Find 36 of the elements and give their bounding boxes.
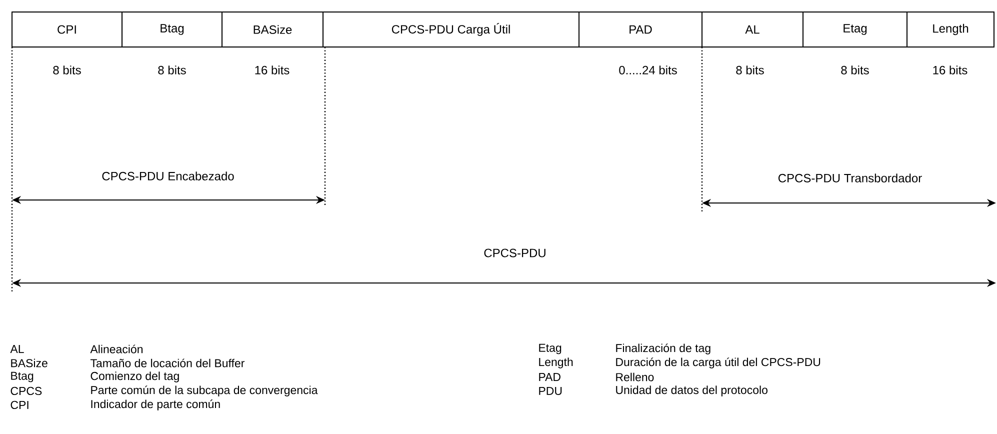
definition: Indicador de parte común	[91, 400, 220, 410]
field-box: Etag	[802, 12, 908, 48]
abbreviation: CPI	[10, 400, 28, 410]
bit-size-label: 16 bits	[255, 66, 290, 74]
field-box: Btag	[122, 12, 222, 48]
definition: Finalización de tag	[616, 344, 710, 354]
bit-size-label: 8 bits	[158, 66, 186, 74]
definition: Relleno	[616, 372, 654, 382]
abbreviation: AL	[10, 345, 24, 353]
dimension-label: CPCS-PDU Transbordador	[776, 172, 924, 184]
field-box: CPCS-PDU Carga Útil	[322, 12, 580, 48]
abbreviation: PAD	[539, 373, 560, 381]
abbreviation: Btag	[11, 372, 34, 382]
definition: Duración de la carga útil del CPCS-PDU	[616, 358, 820, 368]
abbreviation: BASize	[11, 358, 48, 368]
definition: Unidad de datos del protocolo	[616, 386, 768, 396]
abbreviation: PDU	[539, 386, 562, 395]
field-box: AL	[702, 12, 804, 48]
bit-size-label: 8 bits	[53, 66, 81, 74]
definition: Comienzo del tag	[90, 372, 179, 382]
definition: Alineación	[90, 344, 143, 354]
definition: Parte común de la subcapa de convergencia	[91, 386, 318, 396]
dimension-label: CPCS-PDU	[482, 248, 548, 258]
field-box: PAD	[578, 12, 702, 48]
bit-size-label: 0.....24 bits	[619, 66, 677, 74]
abbreviation: CPCS	[10, 386, 42, 396]
dimension-label: CPCS-PDU Encabezado	[100, 170, 236, 182]
abbreviation: Length	[539, 358, 573, 368]
bit-size-label: 8 bits	[736, 66, 764, 74]
bit-size-label: 8 bits	[841, 66, 869, 74]
field-box: Length	[906, 12, 994, 48]
definition: Tamaño de locación del Buffer	[90, 358, 244, 368]
field-box: CPI	[12, 12, 123, 48]
field-box: BASize	[222, 12, 324, 48]
abbreviation: Etag	[539, 344, 562, 354]
bit-size-label: 16 bits	[933, 66, 968, 74]
